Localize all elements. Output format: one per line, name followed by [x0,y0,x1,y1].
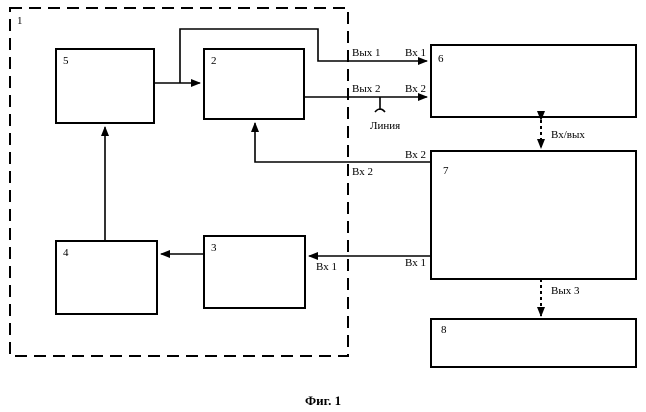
label-in1-3: Вх 1 [316,261,337,273]
svg-text:6: 6 [438,53,444,65]
group-1-label: 1 [17,15,23,27]
svg-text:8: 8 [441,324,447,336]
block-2: 2 [204,49,304,119]
svg-text:2: 2 [211,55,217,67]
svg-text:5: 5 [63,55,69,67]
label-in2-6: Вх 2 [405,83,426,95]
block-8: 8 [431,319,636,367]
label-in1-6: Вх 1 [405,47,426,59]
block-7: 7 [431,151,636,279]
block-5: 5 [56,49,154,123]
label-line: Линия [370,120,400,132]
block-4: 4 [56,241,157,314]
label-in1-7: Вх 1 [405,257,426,269]
label-out1: Вых 1 [352,47,380,59]
block-3: 3 [204,236,305,308]
label-inout: Вх/вых [551,129,585,141]
block-6: 6 [431,45,636,117]
label-out2: Вых 2 [352,83,380,95]
svg-text:3: 3 [211,242,217,254]
label-out3: Вых 3 [551,285,580,297]
svg-text:7: 7 [443,165,449,177]
figure-caption: Фиг. 1 [305,393,341,408]
line-tap [375,97,385,112]
svg-text:4: 4 [63,247,69,259]
label-in2-7: Вх 2 [405,149,426,161]
label-in2-2: Вх 2 [352,166,373,178]
